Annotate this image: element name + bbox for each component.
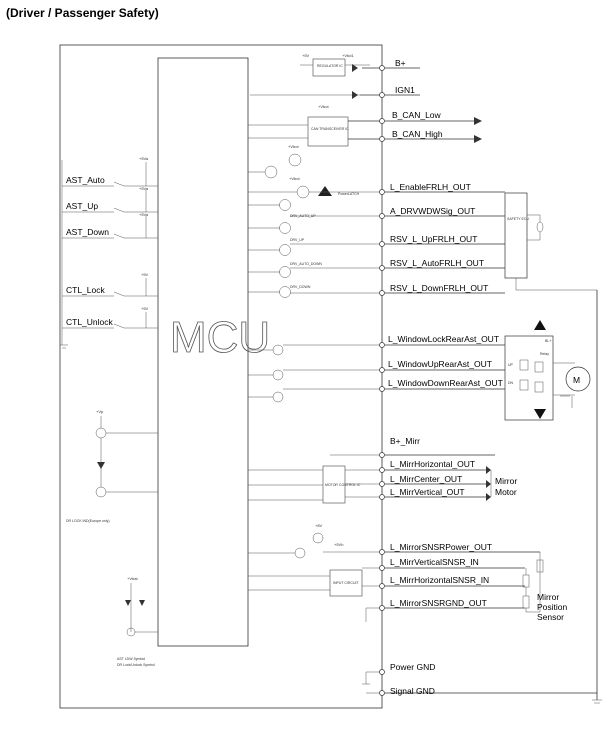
drv-down-label: DRV_DOWN: [290, 285, 311, 289]
mirror-driver-label: MOTOR CONTROL IC: [325, 483, 361, 487]
mirror-motor-label-2: Motor: [495, 487, 517, 497]
can-label: CAN TRANSCEIVER IC: [311, 127, 349, 131]
dr-lock-ind-text: DR LOCK IND(Europe only): [66, 519, 110, 523]
dr-lock-unlock-text: DR Lock/Unlock Symbol: [117, 663, 155, 667]
motor-symbol: M: [573, 375, 580, 385]
relay-label: Relay: [540, 352, 549, 356]
power-latch-text: PowerLATCH: [338, 192, 360, 196]
relay-box: [504, 335, 554, 421]
mirror-sensor-label-2: Position: [537, 602, 568, 612]
pin-b-can-low: B_CAN_Low: [392, 110, 442, 120]
pin-l-windowlockrearast-out: L_WindowLockRearAst_OUT: [388, 334, 499, 344]
bl-label: BL+: [545, 339, 551, 343]
p5vh-text: +5Vh: [334, 542, 343, 547]
supply-ctl-unlock: +5V: [141, 306, 149, 311]
pin-l-windowdownrearast-out: L_WindowDownRearAst_OUT: [388, 378, 503, 388]
drv-up-label: DRV_UP: [290, 238, 305, 242]
vbot-enable: +Vbot: [288, 144, 299, 149]
pin-b-plus: B+: [395, 58, 406, 68]
sensor-circuit-block: [329, 569, 363, 597]
vbd1-regulator: +Vbd1: [342, 53, 354, 58]
pin-l-mirrverticalsnsr-in: L_MirrVerticalSNSR_IN: [390, 557, 479, 567]
pin-l-mirrvertical-out: L_MirrVertical_OUT: [390, 487, 465, 497]
safety-ecu-label: SAFETY ECU: [507, 217, 529, 221]
can-transceiver-block: [307, 116, 349, 147]
supply-ast-down: +5Va: [139, 212, 149, 217]
regulator-label: REGULATOR IC: [317, 64, 343, 68]
pin-rsv-l-downfrlh-out: RSV_L_DownFRLH_OUT: [390, 283, 488, 293]
input-ctl-lock: CTL_Lock: [66, 285, 105, 295]
input-ast-auto: AST_Auto: [66, 175, 105, 185]
input-ast-up: AST_Up: [66, 201, 98, 211]
pin-power-gnd: Power GND: [390, 662, 435, 672]
connector-pins: [379, 65, 385, 696]
pin-l-windowuprearast-out: L_WindowUpRearAst_OUT: [388, 359, 492, 369]
pin-rsv-l-autofrlh-out: RSV_L_AutoFRLH_OUT: [390, 258, 484, 268]
dn-label: DN: [508, 381, 514, 385]
vbat-text: +Vbat: [127, 576, 138, 581]
left-input-wiring: [61, 160, 158, 345]
mirror-sensor-label-3: Sensor: [537, 612, 564, 622]
supply-ast-up: +5Va: [139, 186, 149, 191]
ast-ldw-text: AST LDW Symbol: [117, 657, 145, 661]
vp-text: +Vp: [96, 409, 104, 414]
sensor-circuit-label: INPUT CIRCUIT: [333, 581, 359, 585]
pin-a-drvwdwsig-out: A_DRVWDWSig_OUT: [390, 206, 475, 216]
mcu-label: MCU: [170, 313, 270, 362]
mirror-sensor-label-1: Mirror: [537, 592, 559, 602]
pin-l-mirrorsnsrgnd-out: L_MirrorSNSRGND_OUT: [390, 598, 487, 608]
ecu-frame: [59, 44, 383, 709]
pin-b-can-high: B_CAN_High: [392, 129, 443, 139]
mcu-block: [157, 57, 249, 647]
mirror-motor-label-1: Mirror: [495, 476, 517, 486]
input-ast-down: AST_Down: [66, 227, 109, 237]
up-label: UP: [508, 363, 514, 367]
page-title: (Driver / Passenger Safety): [6, 6, 159, 20]
external-wires: [385, 67, 602, 704]
pin-l-mirrcenter-out: L_MirrCenter_OUT: [390, 474, 462, 484]
pin-rsv-l-upfrlh-out: RSV_L_UpFRLH_OUT: [390, 234, 477, 244]
pin-l-mirrhorizontalsnsr-in: L_MirrHorizontalSNSR_IN: [390, 575, 489, 585]
vbot-can: +Vbot: [318, 104, 329, 109]
drv-auto-down-label: DRV_AUTO_DOWN: [290, 262, 322, 266]
supply-ast-auto: +5Va: [139, 156, 149, 161]
pin-signal-gnd: Signal GND: [390, 686, 435, 696]
vbot-latch: +Vbot: [289, 176, 300, 181]
p5v-regulator: +5V: [302, 53, 310, 58]
supply-ctl-lock: +5V: [141, 272, 149, 277]
input-ctl-unlock: CTL_Unlock: [66, 317, 114, 327]
pin-l-enable-frlh-out: L_EnableFRLH_OUT: [390, 182, 471, 192]
safety-ecu-block: [504, 192, 528, 279]
mirror-driver-block: [322, 465, 346, 504]
pin-l-mirrorsnsrpower-out: L_MirrorSNSRPower_OUT: [390, 542, 492, 552]
p8v-text: +8V: [315, 523, 323, 528]
pin-ign1: IGN1: [395, 85, 415, 95]
drv-auto-up-label: DRV_AUTO_UP: [290, 214, 316, 218]
pin-l-mirrhorizontal-out: L_MirrHorizontal_OUT: [390, 459, 475, 469]
regulator-block: [312, 58, 346, 77]
pin-b-plus-mirr: B+_Mirr: [390, 436, 420, 446]
